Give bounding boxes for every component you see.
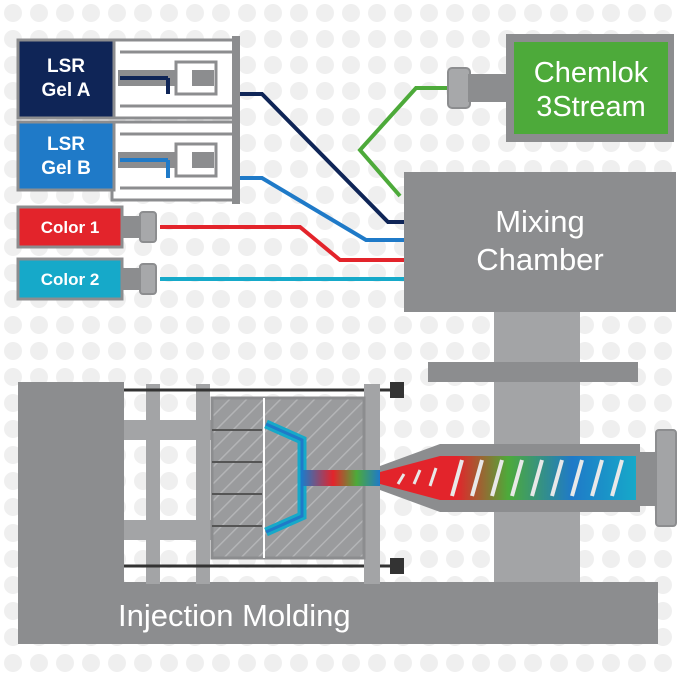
mixing-chamber-label-line1: Mixing	[495, 204, 585, 239]
color-2-label: Color 2	[41, 270, 100, 289]
mixing-chamber: Mixing Chamber	[404, 172, 676, 312]
injection-molding-machine: Injection Molding	[18, 382, 677, 644]
mixing-chamber-label-line2: Chamber	[476, 242, 604, 277]
color-1-label: Color 1	[41, 218, 100, 237]
line-color-1	[160, 225, 404, 262]
crossbar	[428, 362, 638, 382]
lsr-gel-a-box: LSR Gel A	[16, 38, 116, 120]
color-2-source: Color 2	[16, 257, 157, 301]
injection-molding-label: Injection Molding	[118, 598, 351, 633]
lsr-gel-b-pump	[110, 118, 240, 204]
chemlok-label-line2: 3Stream	[536, 91, 646, 123]
line-chemlok	[357, 86, 450, 198]
lsr-gel-b-label-line1: LSR	[47, 134, 85, 155]
chemlok-unit: Chemlok 3Stream	[447, 34, 674, 142]
lsr-gel-a-label-line1: LSR	[47, 56, 85, 77]
lsr-gel-a-label-line2: Gel A	[42, 80, 91, 101]
chemlok-label-line1: Chemlok	[534, 57, 649, 89]
lsr-gel-a-pump	[110, 36, 240, 122]
color-1-source: Color 1	[16, 205, 157, 249]
lsr-gel-b-box: LSR Gel B	[16, 120, 116, 192]
lsr-gel-b-label-line2: Gel B	[41, 158, 91, 179]
